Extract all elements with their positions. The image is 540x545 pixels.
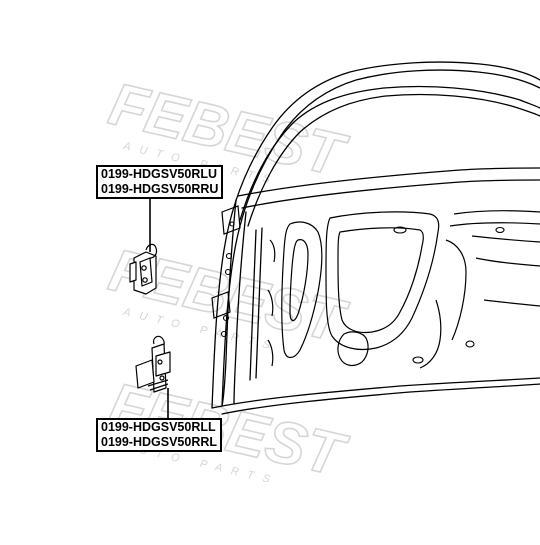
mounting-holes xyxy=(220,221,505,364)
upper-hinge-part-numbers: 0199-HDGSV50RLU 0199-HDGSV50RRU xyxy=(96,165,224,199)
part-number-lower-right: 0199-HDGSV50RRL xyxy=(101,435,218,449)
door-frame xyxy=(211,61,540,415)
part-number-upper-right: 0199-HDGSV50RRU xyxy=(101,182,219,196)
lower-hinge xyxy=(135,335,171,393)
door-inner-panel xyxy=(267,210,540,369)
leader-lines xyxy=(149,198,169,418)
part-number-lower-left: 0199-HDGSV50RLL xyxy=(101,420,216,434)
upper-hinge xyxy=(129,243,158,295)
door-hinge-mounts xyxy=(211,205,241,319)
part-number-upper-left: 0199-HDGSV50RLU xyxy=(101,167,218,181)
lower-hinge-part-numbers: 0199-HDGSV50RLL 0199-HDGSV50RRL xyxy=(96,418,223,452)
